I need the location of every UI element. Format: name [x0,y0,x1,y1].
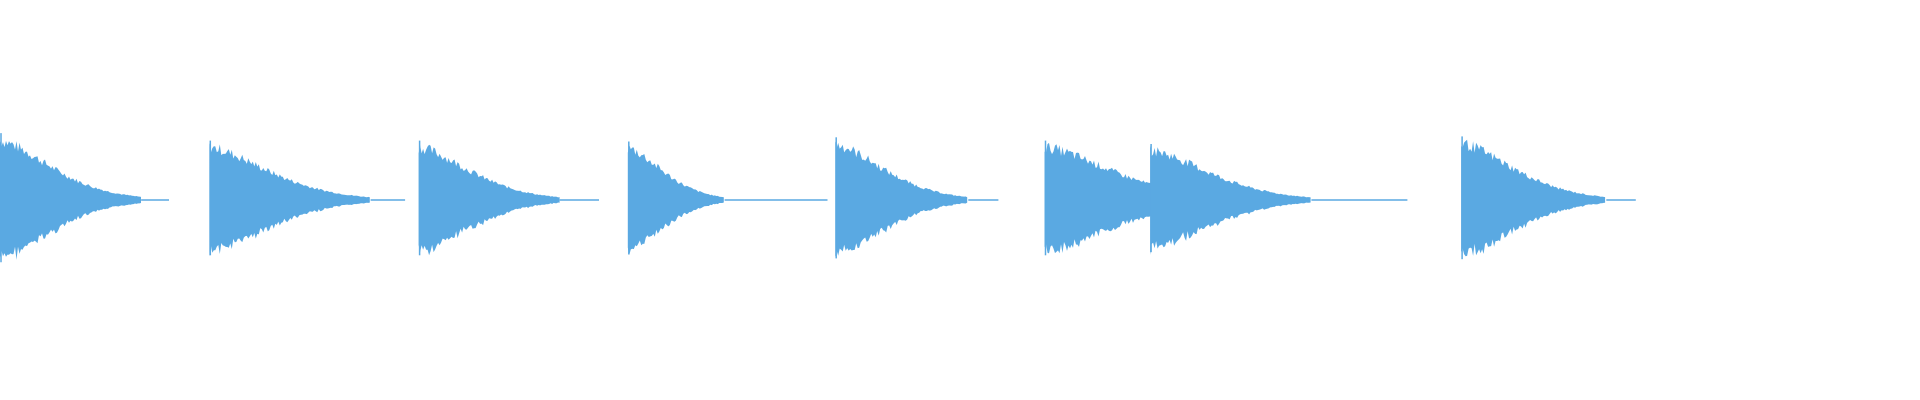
waveform-transient-2 [209,140,406,257]
waveform-transient-6 [1044,140,1229,256]
waveform-transient-1 [0,133,169,263]
waveform-layer [0,133,1636,263]
waveform-transient-body [1150,145,1311,255]
waveform-transient-body [835,141,968,257]
waveform-transient-body [1044,142,1229,254]
waveform-transient-7 [1150,144,1408,255]
waveform-transient-8 [1461,136,1636,260]
waveform-transient-body [418,144,560,256]
waveform-transient-4 [627,141,828,255]
waveform-transient-5 [835,137,999,259]
waveform-transient-body [209,143,370,257]
waveform-transient-3 [418,140,599,256]
waveform-transient-body [627,145,724,255]
waveform-transient-body [1461,139,1606,257]
waveform-transient-body [0,140,141,260]
